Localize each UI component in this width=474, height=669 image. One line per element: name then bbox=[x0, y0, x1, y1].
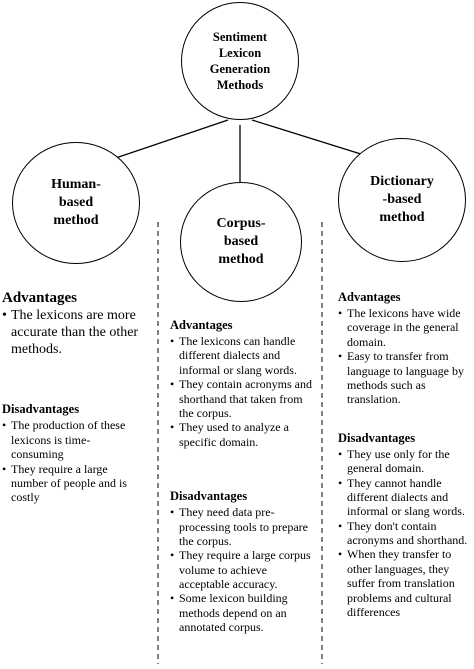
bullet-icon: • bbox=[338, 306, 343, 320]
list-item: •They cannot handle different dialects a… bbox=[338, 475, 465, 519]
human-based-column: Advantages •The lexicons are more accura… bbox=[2, 290, 152, 505]
list-item: •They use only for the general domain. bbox=[338, 446, 450, 476]
dictionary-advantages-list: •The lexicons have wide coverage in the … bbox=[338, 306, 472, 407]
root-node-label: Sentiment Lexicon Generation Methods bbox=[209, 30, 271, 92]
list-item: •The production of these lexicons is tim… bbox=[2, 418, 126, 462]
list-item: •They don't contain acronyms and shortha… bbox=[338, 518, 468, 548]
bullet-icon: • bbox=[170, 334, 175, 348]
bullet-icon: • bbox=[170, 505, 175, 520]
list-item: •When they transfer to other languages, … bbox=[338, 547, 455, 620]
list-item: •They require a large number of people a… bbox=[2, 461, 127, 505]
bullet-icon: • bbox=[2, 308, 7, 323]
bullet-icon: • bbox=[170, 591, 175, 606]
human-disadvantages-heading: Disadvantages bbox=[2, 402, 80, 417]
list-item: •Easy to transfer from language to langu… bbox=[338, 349, 464, 407]
human-based-node-label: Human- based method bbox=[51, 177, 101, 228]
root-node: Sentiment Lexicon Generation Methods bbox=[181, 2, 299, 120]
list-item: •Some lexicon building methods depend on… bbox=[170, 591, 288, 635]
bullet-icon: • bbox=[170, 420, 175, 435]
list-item: •The lexicons can handle different diale… bbox=[170, 334, 297, 377]
corpus-based-node-label: Corpus- based method bbox=[216, 216, 266, 267]
corpus-disadvantages-list: •They need data pre-processing tools to … bbox=[170, 505, 318, 635]
human-based-node: Human- based method bbox=[12, 142, 140, 264]
human-advantages-heading: Advantages bbox=[2, 290, 78, 306]
dictionary-based-node: Dictionary -based method bbox=[338, 138, 466, 262]
list-item: •They need data pre-processing tools to … bbox=[170, 505, 308, 548]
human-disadvantages-list: •The production of these lexicons is tim… bbox=[2, 418, 140, 504]
list-item: •They contain acronyms and shorthand tha… bbox=[170, 377, 312, 420]
dictionary-advantages-heading: Advantages bbox=[338, 290, 401, 304]
list-item: •They used to analyze a specific domain. bbox=[170, 420, 289, 449]
corpus-advantages-heading: Advantages bbox=[170, 318, 233, 332]
corpus-based-node: Corpus- based method bbox=[180, 182, 302, 302]
bullet-icon: • bbox=[338, 475, 343, 490]
corpus-based-column: Advantages •The lexicons can handle diff… bbox=[170, 318, 318, 635]
dictionary-disadvantages-heading: Disadvantages bbox=[338, 430, 416, 445]
dictionary-disadvantages-list: •They use only for the general domain. •… bbox=[338, 447, 472, 620]
dictionary-based-column: Advantages •The lexicons have wide cover… bbox=[338, 290, 472, 619]
bullet-icon: • bbox=[170, 548, 175, 563]
bullet-icon: • bbox=[2, 461, 7, 476]
list-item: •The lexicons are more accurate than the… bbox=[2, 308, 139, 357]
bullet-icon: • bbox=[338, 349, 343, 364]
list-item: •They require a large corpus volume to a… bbox=[170, 548, 311, 592]
bullet-icon: • bbox=[338, 446, 343, 461]
bullet-icon: • bbox=[338, 547, 343, 562]
list-item: •The lexicons have wide coverage in the … bbox=[338, 306, 461, 349]
corpus-disadvantages-heading: Disadvantages bbox=[170, 489, 248, 504]
bullet-icon: • bbox=[2, 418, 7, 433]
human-advantages-list: •The lexicons are more accurate than the… bbox=[2, 308, 152, 358]
corpus-advantages-list: •The lexicons can handle different diale… bbox=[170, 334, 318, 449]
bullet-icon: • bbox=[338, 518, 343, 533]
bullet-icon: • bbox=[170, 377, 175, 392]
dictionary-based-node-label: Dictionary -based method bbox=[370, 174, 434, 225]
